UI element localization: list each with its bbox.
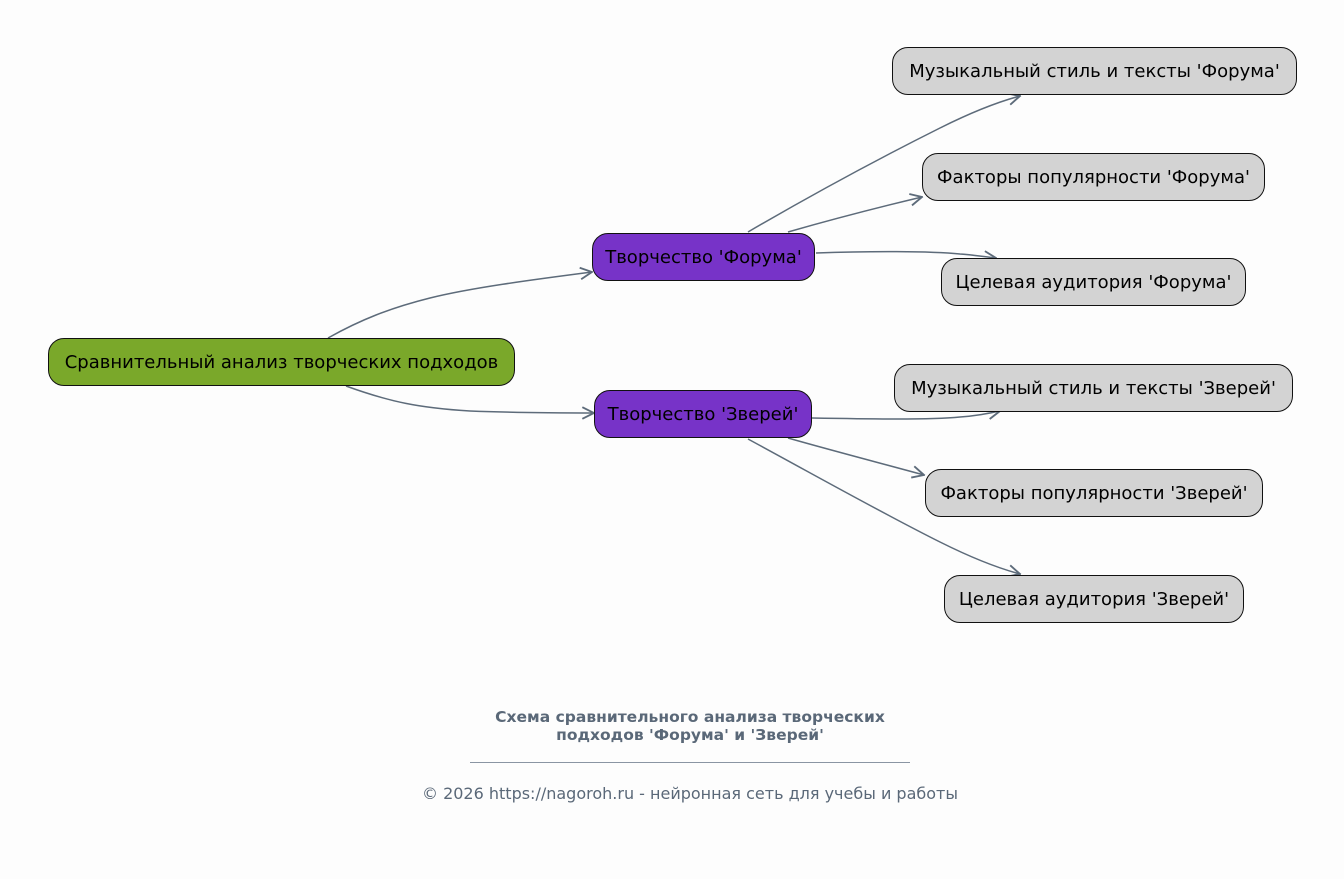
branch-node-forum[interactable]: Творчество 'Форума' [592,233,815,281]
edge-forum-to-audience [815,252,996,258]
leaf-node-zveri-audience[interactable]: Целевая аудитория 'Зверей' [944,575,1244,623]
edge-zveri-to-style [811,411,1000,419]
leaf-node-zveri-factors[interactable]: Факторы популярности 'Зверей' [925,469,1263,517]
edge-zveri-to-audience [747,438,1020,574]
diagram-caption: Схема сравнительного анализа творческих … [470,708,910,744]
edge-root-to-forum [327,272,592,339]
leaf-node-zveri-style[interactable]: Музыкальный стиль и тексты 'Зверей' [894,364,1293,412]
edge-forum-to-style [747,96,1020,233]
branch-node-zveri[interactable]: Творчество 'Зверей' [594,390,812,438]
edge-zveri-to-factors [787,437,924,475]
root-node[interactable]: Сравнительный анализ творческих подходов [48,338,515,386]
leaf-node-forum-factors[interactable]: Факторы популярности 'Форума' [922,153,1265,201]
edge-forum-to-factors [787,197,922,233]
leaf-node-forum-audience[interactable]: Целевая аудитория 'Форума' [941,258,1246,306]
leaf-node-forum-style[interactable]: Музыкальный стиль и тексты 'Форума' [892,47,1297,95]
caption-line-1: Схема сравнительного анализа творческих [495,708,885,726]
caption-divider [470,762,910,763]
edge-root-to-zveri [345,385,594,413]
caption-line-2: подходов 'Форума' и 'Зверей' [556,726,824,744]
footer-copyright: © 2026 https://nagoroh.ru - нейронная се… [421,784,958,803]
